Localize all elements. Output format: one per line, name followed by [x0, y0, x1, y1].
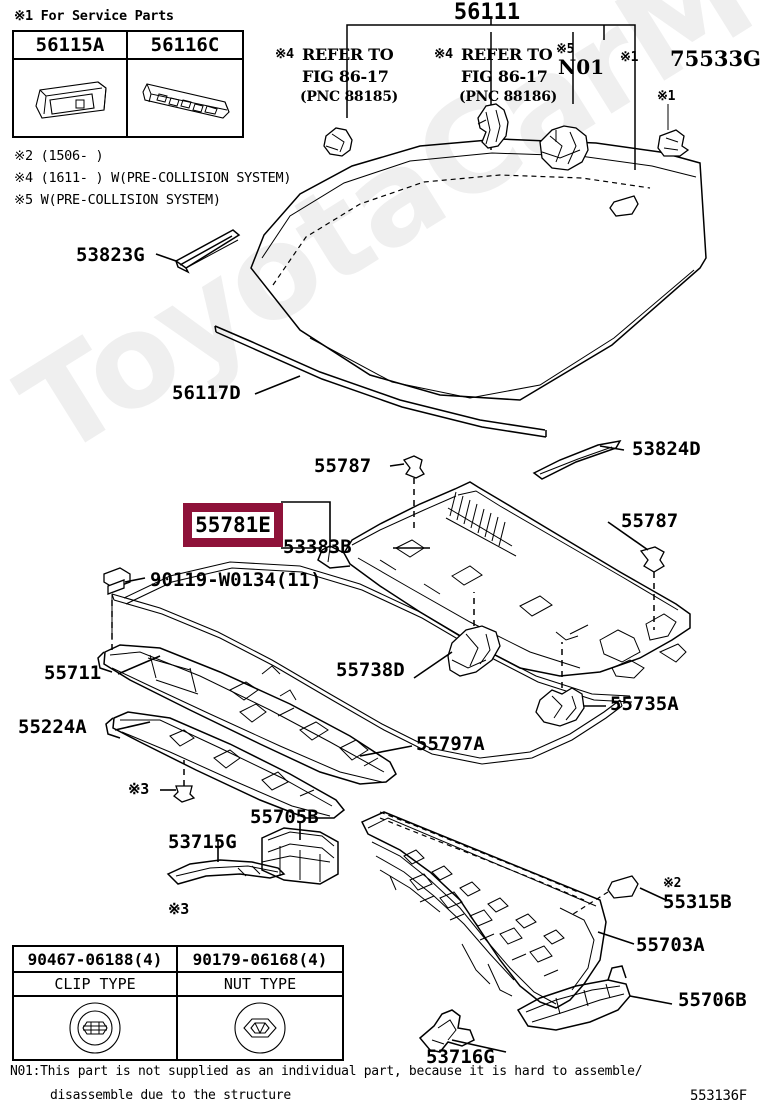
- label-55787-right: 55787: [621, 510, 679, 532]
- label-55705B: 55705B: [250, 806, 319, 828]
- legend-note-0: ※2 (1506- ): [14, 148, 104, 164]
- branch-1-mark: ※4: [434, 46, 453, 62]
- fastener-figure-clip: [14, 997, 178, 1059]
- cowl-panel-55703A: [360, 811, 607, 1009]
- label-90119: 90119-W0134(11): [150, 569, 322, 591]
- bracket-55735A: [535, 642, 585, 727]
- leader-lines: [114, 253, 673, 1053]
- fastener-header-0: 90467-06188(4): [14, 947, 178, 973]
- windshield-glass-56111: [250, 138, 707, 401]
- label-55706B: 55706B: [678, 989, 747, 1011]
- label-56111: 56111: [453, 0, 521, 25]
- mark-1-a: ※1: [620, 50, 639, 65]
- mark-5: ※5: [556, 42, 575, 57]
- service-part-header-0: 56115A: [14, 32, 128, 60]
- sensor-bracket-88186: [477, 103, 509, 149]
- service-parts-caption: ※1 For Service Parts: [14, 8, 174, 24]
- label-56117D: 56117D: [172, 382, 241, 404]
- bracket-55705B: [261, 827, 339, 885]
- fastener-subheader-0: CLIP TYPE: [14, 973, 178, 997]
- branch-0-line1: REFER TO: [302, 45, 394, 64]
- label-55797A: 55797A: [416, 733, 485, 755]
- branch-0-mark: ※4: [275, 46, 294, 62]
- branch-0-line3: (PNC 88185): [300, 89, 398, 105]
- label-mark3-b: ※3: [168, 900, 189, 918]
- service-part-figure-1: [128, 60, 242, 136]
- legend-note-2: ※5 W(PRE-COLLISION SYSTEM): [14, 192, 221, 208]
- label-55224A: 55224A: [18, 716, 87, 738]
- sensor-bracket-88185: [323, 127, 353, 157]
- mark-1-b: ※1: [657, 89, 676, 104]
- label-mark2: ※2: [663, 876, 682, 891]
- label-53824D: 53824D: [632, 438, 701, 460]
- pad-mark1: [609, 195, 639, 217]
- footnote-line2: disassemble due to the structure: [50, 1088, 291, 1103]
- label-53823G: 53823G: [76, 244, 145, 266]
- fastener-subheader-1: NUT TYPE: [178, 973, 342, 997]
- highlighted-part-label: 55781E: [195, 513, 271, 537]
- fastener-table: 90467-06188(4) 90179-06168(4) CLIP TYPE …: [12, 945, 344, 1061]
- label-55703A: 55703A: [636, 934, 705, 956]
- service-part-figure-0: [14, 60, 128, 136]
- label-55787-top: 55787: [314, 455, 372, 477]
- label-55711: 55711: [44, 662, 102, 684]
- branch-0-line2: FIG 86-17: [302, 67, 389, 86]
- molding-53715G: [166, 859, 286, 885]
- label-55735A: 55735A: [610, 693, 679, 715]
- clip-55787-top: [402, 455, 425, 530]
- footer-code: 553136F: [690, 1088, 747, 1104]
- footnote-line1: N01:This part is not supplied as an indi…: [10, 1064, 643, 1079]
- molding-53824D: [532, 439, 622, 480]
- label-55738D: 55738D: [336, 659, 405, 681]
- service-parts-table: 56115A 56116C: [12, 30, 244, 138]
- label-mark3-a: ※3: [128, 780, 149, 798]
- molding-56117D: [214, 325, 547, 438]
- branch-1-line1: REFER TO: [461, 45, 553, 64]
- highlighted-part-55781E[interactable]: 55781E: [183, 503, 283, 547]
- label-53383B: 53383B: [283, 536, 352, 558]
- legend-note-1: ※4 (1611- ) W(PRE-COLLISION SYSTEM): [14, 170, 292, 186]
- clip-75533G: [657, 129, 690, 157]
- bolt-90119: [103, 567, 131, 650]
- fastener-header-1: 90179-06168(4): [178, 947, 342, 973]
- cowl-sub-panel-55224A: [105, 711, 346, 819]
- bracket-55738D: [447, 592, 501, 677]
- clip-mark3-small: [173, 760, 196, 803]
- service-part-header-1: 56116C: [128, 32, 242, 60]
- label-75533G: 75533G: [670, 46, 760, 71]
- fastener-figure-nut: [178, 997, 342, 1059]
- clip-55787-right: [639, 546, 665, 630]
- branch-1-line3: (PNC 88186): [459, 89, 557, 105]
- clip-55315B: [569, 875, 639, 917]
- bracket-N01: [539, 125, 589, 171]
- branch-1-line2: FIG 86-17: [461, 67, 548, 86]
- label-55315B: 55315B: [663, 891, 732, 913]
- molding-53823G: [174, 229, 241, 274]
- label-53715G: 53715G: [168, 831, 237, 853]
- label-N01: N01: [558, 55, 605, 79]
- bracket-55706B: [516, 965, 631, 1031]
